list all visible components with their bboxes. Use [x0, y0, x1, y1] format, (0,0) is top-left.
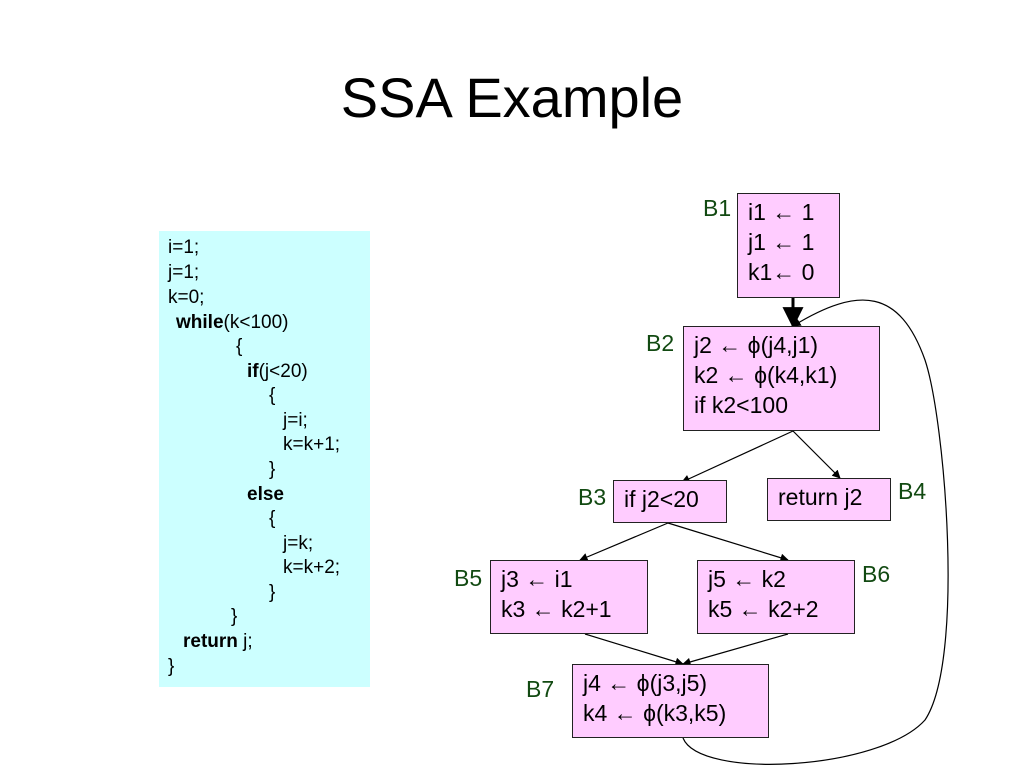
code-line: j=i;: [283, 410, 308, 431]
block-line: i1 ← 1: [748, 199, 815, 225]
code-line: {: [236, 336, 243, 357]
code-line: }: [168, 656, 175, 677]
basic-block-b7: j4 ← ϕ(j3,j5) k4 ← ϕ(k3,k5): [572, 664, 769, 738]
code-line: }: [269, 459, 276, 480]
block-line: j2 ← ϕ(j4,j1): [694, 332, 819, 358]
basic-block-b6: j5 ← k2 k5 ← k2+2: [697, 560, 855, 634]
block-line: k4 ← ϕ(k3,k5): [583, 700, 727, 726]
code-line: }: [269, 582, 276, 603]
block-label-b5: B5: [454, 565, 483, 591]
basic-block-b2: j2 ← ϕ(j4,j1) k2 ← ϕ(k4,k1) if k2<100: [683, 326, 880, 431]
basic-block-b1: i1 ← 1 j1 ← 1 k1← 0: [737, 193, 840, 298]
block-label-b2: B2: [646, 330, 675, 356]
code-line: else: [247, 484, 284, 505]
block-line: return j2: [778, 484, 863, 510]
block-line: if k2<100: [694, 392, 788, 418]
block-line: j3 ← i1: [501, 566, 573, 592]
edge-b3-b6: [667, 522, 789, 562]
block-line: k2 ← ϕ(k4,k1): [694, 362, 838, 388]
block-line: k1← 0: [748, 259, 815, 285]
edge-b5-b7: [584, 633, 684, 666]
block-label-b6: B6: [862, 561, 891, 587]
block-label-b7: B7: [526, 676, 555, 702]
block-label-b4: B4: [898, 478, 927, 504]
code-line: k=0;: [168, 287, 205, 308]
slide-title: SSA Example: [340, 66, 684, 129]
edge-b7-b2-backedge: [682, 299, 949, 765]
source-code-panel: i=1; j=1; k=0; while(k<100) { if(j<20) {…: [159, 231, 370, 687]
code-line: {: [269, 385, 276, 406]
block-line: if j2<20: [624, 486, 699, 512]
edge-b2-b4: [792, 430, 841, 479]
block-line: k5 ← k2+2: [708, 596, 819, 622]
basic-block-b5: j3 ← i1 k3 ← k2+1: [490, 560, 648, 634]
block-line: j5 ← k2: [708, 566, 786, 592]
code-line: }: [231, 606, 238, 627]
block-line: k3 ← k2+1: [501, 596, 612, 622]
edge-b2-b3: [681, 430, 794, 483]
code-line: j=1;: [168, 262, 200, 283]
code-line: k=k+2;: [283, 557, 341, 578]
code-line: while(k<100): [176, 312, 289, 333]
edge-b3-b5: [579, 522, 669, 561]
edge-b6-b7: [682, 633, 789, 666]
basic-block-b3: if j2<20: [613, 480, 727, 523]
code-line: if(j<20): [247, 361, 308, 382]
block-line: j4 ← ϕ(j3,j5): [583, 670, 708, 696]
code-line: k=k+1;: [283, 434, 341, 455]
block-label-b3: B3: [578, 484, 607, 510]
code-line: j=k;: [283, 533, 314, 554]
code-line: {: [269, 508, 276, 529]
block-label-b1: B1: [703, 195, 732, 221]
basic-block-b4: return j2: [767, 478, 891, 521]
code-line: return j;: [183, 631, 253, 652]
block-line: j1 ← 1: [748, 229, 815, 255]
code-line: i=1;: [168, 237, 200, 258]
